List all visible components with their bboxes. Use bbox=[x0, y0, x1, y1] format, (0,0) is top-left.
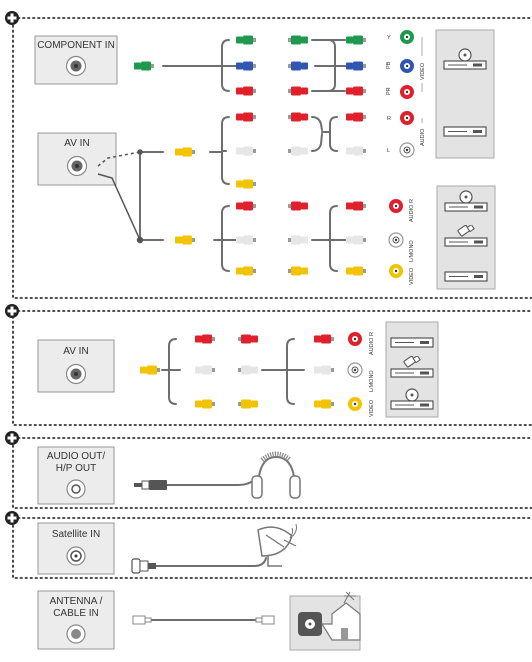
antenna-plug-left bbox=[132, 615, 152, 625]
vcr-icon bbox=[444, 271, 488, 282]
component-device-box bbox=[435, 29, 495, 159]
svg-text:PR: PR bbox=[386, 87, 392, 95]
av2-device-box bbox=[385, 321, 439, 418]
av-device-box bbox=[436, 185, 496, 290]
av-in-label-1: AV IN bbox=[64, 138, 89, 149]
antenna-cable-in-panel: ANTENNA / CABLE IN bbox=[37, 590, 115, 650]
av-in-panel-2: AV IN bbox=[37, 339, 115, 393]
headphones-icon bbox=[251, 451, 301, 499]
av-in-panel-1: AV IN bbox=[37, 132, 117, 186]
svg-text:AUDIO: AUDIO bbox=[420, 128, 426, 146]
component-in-panel: COMPONENT IN bbox=[34, 35, 118, 85]
plus-icon bbox=[5, 11, 19, 25]
satellite-dish-icon bbox=[257, 523, 298, 567]
av-device-jacks: AUDIO R L/MONO VIDEO bbox=[388, 199, 415, 285]
av2-device-jacks: AUDIO R L/MONO VIDEO bbox=[347, 332, 375, 417]
antenna-plug-right bbox=[255, 615, 275, 625]
svg-text:PB: PB bbox=[386, 61, 392, 69]
svg-text:AUDIO R: AUDIO R bbox=[369, 332, 375, 355]
svg-text:L: L bbox=[387, 148, 390, 154]
antenna-label-1: ANTENNA / bbox=[50, 596, 103, 607]
vcr-icon bbox=[443, 126, 487, 137]
svg-text:VIDEO: VIDEO bbox=[409, 267, 415, 285]
plus-icon bbox=[5, 511, 19, 525]
plus-icon bbox=[5, 431, 19, 445]
svg-text:L/MONO: L/MONO bbox=[369, 370, 375, 392]
component-in-label: COMPONENT IN bbox=[37, 40, 115, 51]
av-in-connector bbox=[97, 149, 144, 244]
satellite-in-label: Satellite IN bbox=[52, 529, 100, 540]
antenna-label-2: CABLE IN bbox=[53, 608, 99, 619]
av-in-label-2: AV IN bbox=[63, 346, 88, 357]
cables bbox=[139, 39, 347, 621]
svg-text:AUDIO R: AUDIO R bbox=[409, 199, 415, 222]
svg-text:R: R bbox=[387, 116, 391, 122]
plus-icon bbox=[5, 304, 19, 318]
svg-text:VIDEO: VIDEO bbox=[420, 62, 426, 80]
satellite-plug bbox=[131, 558, 156, 574]
headphone-plug bbox=[134, 480, 167, 490]
component-jack-labels: Y PB PR R L VIDEO AUDIO bbox=[386, 35, 426, 154]
vcr-icon bbox=[390, 337, 434, 348]
audio-out-label-2: H/P OUT bbox=[56, 463, 96, 474]
svg-text:VIDEO: VIDEO bbox=[369, 399, 375, 417]
audio-out-label-1: AUDIO OUT/ bbox=[47, 451, 106, 462]
satellite-in-panel: Satellite IN bbox=[37, 522, 115, 575]
audio-out-panel: AUDIO OUT/ H/P OUT bbox=[37, 446, 115, 505]
section-borders bbox=[12, 17, 532, 579]
svg-text:L/MONO: L/MONO bbox=[409, 240, 415, 262]
av-three-wire-plugs bbox=[175, 201, 366, 276]
antenna-house-icon bbox=[289, 591, 361, 651]
svg-text:Y: Y bbox=[387, 35, 391, 41]
component-device-jacks bbox=[399, 30, 415, 158]
